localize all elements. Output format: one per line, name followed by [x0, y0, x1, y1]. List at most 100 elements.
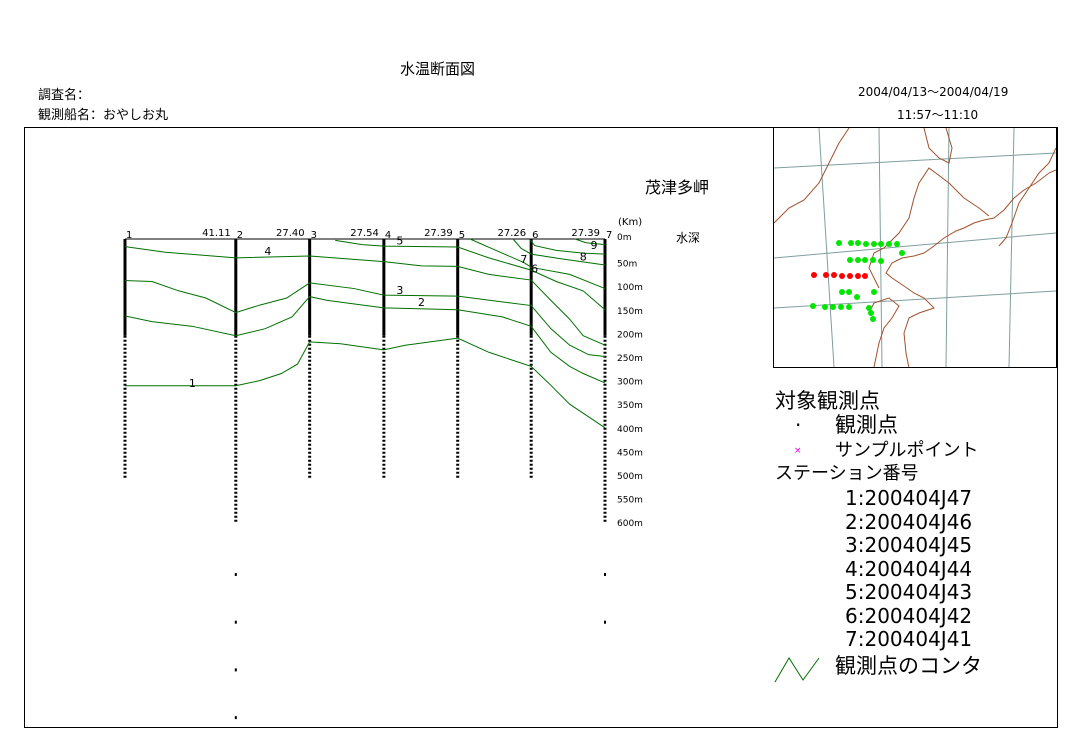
map-svg	[774, 128, 1056, 367]
station-dot	[234, 668, 237, 672]
map-station-dot	[870, 257, 876, 263]
legend-contour: 観測点のコンタ	[835, 654, 982, 678]
station-dot	[604, 620, 606, 624]
map-station-dot	[871, 241, 877, 247]
date-range: 2004/04/13～2004/04/19	[858, 85, 1009, 99]
station-item: 7:200404J41	[845, 627, 973, 651]
observation-dot-icon: ·	[795, 413, 802, 437]
contour-label: 9	[590, 239, 597, 252]
map-grid-line	[774, 290, 1056, 309]
map-grid-line	[878, 128, 883, 367]
map-target-station-dot	[811, 272, 817, 278]
depth-tick-label: 400m	[617, 425, 643, 435]
map-station-dot	[846, 289, 852, 295]
depth-tick-label: 100m	[617, 283, 643, 293]
station-dot	[604, 573, 606, 576]
contour-label: 5	[396, 234, 403, 247]
depth-tick-label: 500m	[617, 472, 643, 482]
station-number: 1	[126, 230, 132, 241]
map-station-dot	[894, 241, 900, 247]
map-station-dot	[878, 258, 884, 264]
legend-sample-point: サンプルポイント	[835, 440, 979, 461]
map-station-dot	[886, 241, 892, 247]
depth-tick-label: 350m	[617, 401, 643, 411]
contour-label: 4	[264, 245, 271, 258]
contour-line-5	[335, 239, 606, 311]
map-station-dot	[863, 241, 869, 247]
contour-label: 2	[418, 296, 425, 309]
contour-line-3	[124, 280, 606, 358]
map-station-dot	[870, 316, 876, 322]
segment-distance: 27.39	[571, 228, 600, 239]
map-target-station-dot	[847, 273, 853, 279]
station-item: 2:200404J46	[845, 509, 973, 534]
time-range: 11:57～11:10	[897, 108, 979, 122]
map-station-dot	[855, 257, 861, 263]
contour-legend-icon	[774, 657, 820, 683]
station-item: 1:200404J47	[845, 486, 973, 510]
station-list: 1:200404J47 2:200404J46 3:200404J45 4:20…	[845, 486, 973, 652]
contour-line-2	[124, 296, 606, 384]
map-station-dot	[866, 305, 872, 311]
map-coastline	[868, 297, 900, 367]
station-dot	[234, 573, 237, 576]
contour-label: 6	[531, 262, 538, 275]
depth-tick-label: 300m	[617, 378, 643, 388]
depth-tick-label: 450m	[617, 448, 643, 458]
contour-line-1	[125, 337, 606, 429]
segment-distance: 27.26	[498, 228, 527, 239]
segment-distance: 27.54	[350, 228, 379, 239]
map-station-dot	[846, 304, 852, 310]
depth-tick-label: 200m	[617, 330, 643, 340]
station-number: 4	[385, 230, 391, 241]
depth-tick-label: 150m	[617, 307, 643, 317]
map-grid-line	[1008, 128, 1015, 367]
map-grid-line	[945, 128, 950, 367]
depth-tick-label: 600m	[617, 519, 643, 529]
map-station-dot	[848, 240, 854, 246]
map-grid-line	[774, 232, 1056, 259]
map-grid-line	[818, 128, 835, 367]
map-coastline	[774, 128, 850, 224]
contour-label: 3	[396, 284, 403, 297]
map-station-dot	[862, 257, 868, 263]
station-number: 5	[459, 230, 465, 241]
contour-line-8	[529, 239, 606, 255]
contour-line-4	[124, 246, 606, 346]
map-station-dot	[868, 310, 874, 316]
station-item: 5:200404J43	[845, 580, 973, 604]
map-grid-line	[774, 152, 1056, 169]
location-label: 茂津多岬	[645, 178, 709, 197]
map-target-station-dot	[855, 273, 861, 279]
map-station-dot	[836, 240, 842, 246]
map-station-dot	[855, 240, 861, 246]
map-target-station-dot	[831, 272, 837, 278]
segment-distance: 41.11	[202, 228, 231, 239]
map-station-dot	[878, 241, 884, 247]
segment-distance: 27.39	[424, 228, 453, 239]
station-number: 6	[532, 230, 538, 241]
station-number: 3	[311, 230, 317, 241]
legend-title: 対象観測点	[775, 389, 880, 413]
legend-observation-point: 観測点	[835, 413, 898, 437]
map-station-dot	[899, 250, 905, 256]
map-station-dot	[854, 294, 860, 300]
map-coastline	[923, 128, 953, 164]
map-station-dot	[830, 304, 836, 310]
map-station-dot	[839, 289, 845, 295]
station-dot	[234, 620, 237, 624]
map-coastline	[998, 147, 1056, 247]
depth-tick-label: 550m	[617, 496, 643, 506]
map-station-dot	[871, 289, 877, 295]
station-number: 2	[237, 230, 243, 241]
sample-point-icon: ×	[794, 446, 802, 456]
map-station-dot	[838, 304, 844, 310]
station-item: 4:200404J44	[845, 556, 973, 581]
contour-label: 7	[520, 253, 527, 266]
station-dot	[234, 716, 237, 720]
plot-frame	[24, 127, 1058, 728]
contour-label: 1	[189, 377, 196, 390]
map-station-dot	[810, 303, 816, 309]
map-station-dot	[822, 304, 828, 310]
station-number: 7	[606, 230, 612, 241]
